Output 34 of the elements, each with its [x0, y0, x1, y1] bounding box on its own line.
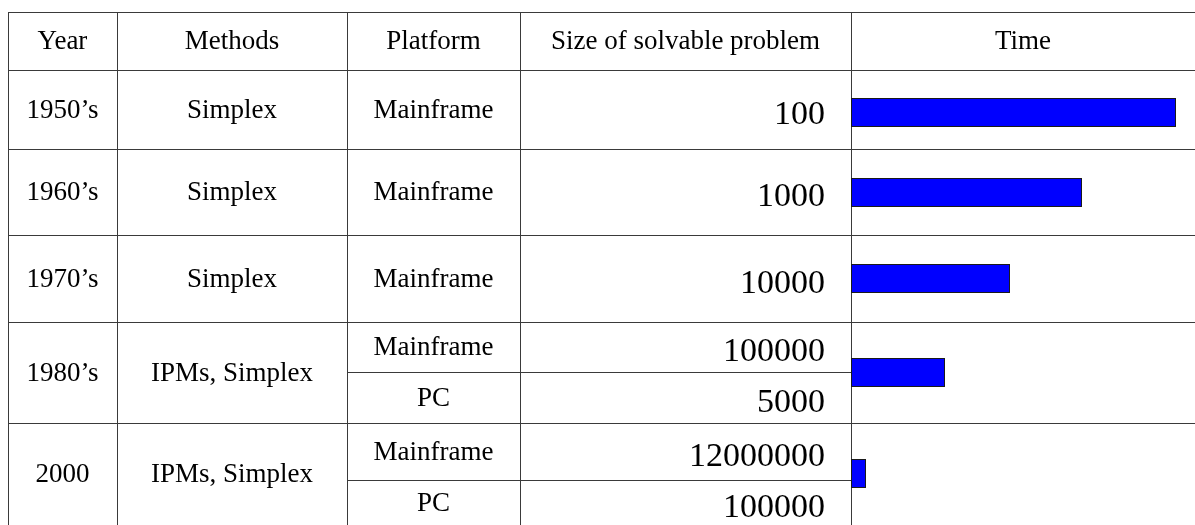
- problem-size-number: 10000: [740, 262, 825, 301]
- platform-text: Mainframe: [373, 177, 494, 207]
- problem-size-number: 100: [774, 93, 825, 132]
- column-header: Platform: [386, 26, 481, 56]
- column-header: Size of solvable problem: [550, 26, 821, 56]
- platform-text: Mainframe: [373, 436, 494, 467]
- platform-text: PC: [417, 487, 450, 518]
- method-text: Simplex: [187, 263, 277, 294]
- method-text: Simplex: [187, 94, 277, 125]
- method-text: IPMs, Simplex: [151, 459, 313, 489]
- problem-size-number: 100000: [723, 486, 825, 525]
- column-header: Time: [995, 26, 1051, 56]
- year-text: 1980’s: [26, 357, 99, 388]
- time-bar: [851, 264, 1010, 293]
- platform-text: Mainframe: [373, 263, 494, 294]
- problem-size-number: 5000: [757, 381, 825, 420]
- time-bar: [851, 459, 866, 488]
- time-bar: [851, 358, 945, 387]
- year-text: 1960’s: [26, 177, 99, 207]
- method-text: Simplex: [187, 177, 277, 207]
- problem-size-number: 100000: [723, 331, 825, 369]
- column-header: Year: [37, 26, 88, 56]
- time-bar: [851, 178, 1082, 207]
- year-text: 1950’s: [26, 94, 99, 125]
- problem-size-number: 1000: [757, 176, 825, 214]
- platform-text: Mainframe: [373, 332, 494, 362]
- time-bar: [851, 98, 1176, 127]
- year-text: 1970’s: [26, 263, 99, 294]
- column-header: Methods: [184, 26, 280, 56]
- platform-text: PC: [417, 382, 450, 413]
- problem-size-number: 12000000: [689, 435, 825, 474]
- platform-text: Mainframe: [373, 94, 494, 125]
- method-text: IPMs, Simplex: [151, 357, 313, 388]
- year-text: 2000: [35, 459, 90, 489]
